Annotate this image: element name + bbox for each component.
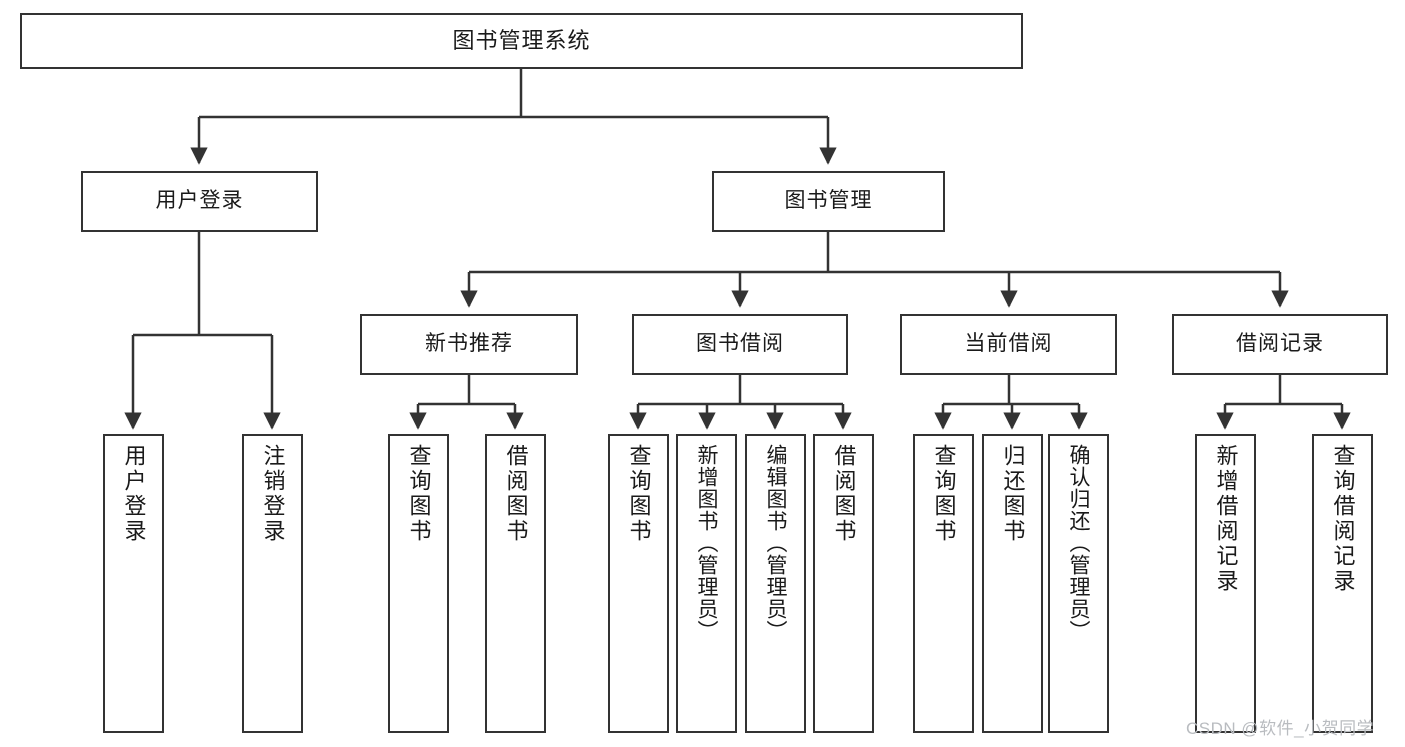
- leaf-borrow-record-2-label: 查询借阅记录: [1330, 444, 1356, 594]
- leaf-current-borrow-1-label: 查询图书: [931, 444, 957, 544]
- leaf-user-login-2-label: 注销登录: [260, 444, 286, 544]
- node-current-borrow-label: 当前借阅: [964, 332, 1053, 356]
- leaf-borrow-record-1-label: 新增借阅记录: [1213, 444, 1239, 594]
- node-root[interactable]: 图书管理系统: [20, 13, 1023, 69]
- leaf-current-borrow-1[interactable]: 查询图书: [913, 434, 974, 733]
- leaf-book-borrow-3[interactable]: 编辑图书（管理员）: [745, 434, 806, 733]
- leaf-book-borrow-1-label: 查询图书: [626, 444, 652, 544]
- leaf-user-login-2[interactable]: 注销登录: [242, 434, 303, 733]
- node-user-login[interactable]: 用户登录: [81, 171, 318, 232]
- leaf-book-borrow-3-label: 编辑图书（管理员）: [764, 444, 787, 642]
- node-root-label: 图书管理系统: [452, 28, 591, 54]
- leaf-current-borrow-2-label: 归还图书: [1000, 444, 1026, 544]
- leaf-book-borrow-4[interactable]: 借阅图书: [813, 434, 874, 733]
- node-book-management[interactable]: 图书管理: [712, 171, 945, 232]
- node-book-borrow-label: 图书借阅: [696, 332, 784, 356]
- leaf-current-borrow-3-label: 确认归还（管理员）: [1067, 444, 1090, 642]
- node-current-borrow[interactable]: 当前借阅: [900, 314, 1117, 375]
- leaf-new-book-1[interactable]: 查询图书: [388, 434, 449, 733]
- leaf-new-book-2[interactable]: 借阅图书: [485, 434, 546, 733]
- node-new-book-recommend[interactable]: 新书推荐: [360, 314, 578, 375]
- leaf-user-login-1-label: 用户登录: [121, 444, 147, 544]
- leaf-user-login-1[interactable]: 用户登录: [103, 434, 164, 733]
- leaf-new-book-2-label: 借阅图书: [503, 444, 529, 544]
- node-borrow-record[interactable]: 借阅记录: [1172, 314, 1388, 375]
- leaf-book-borrow-4-label: 借阅图书: [831, 444, 857, 544]
- node-new-book-recommend-label: 新书推荐: [425, 332, 513, 356]
- leaf-current-borrow-2[interactable]: 归还图书: [982, 434, 1043, 733]
- node-book-borrow[interactable]: 图书借阅: [632, 314, 848, 375]
- leaf-book-borrow-1[interactable]: 查询图书: [608, 434, 669, 733]
- node-borrow-record-label: 借阅记录: [1236, 332, 1324, 356]
- node-book-management-label: 图书管理: [784, 189, 873, 213]
- leaf-book-borrow-2-label: 新增图书（管理员）: [695, 444, 718, 642]
- leaf-new-book-1-label: 查询图书: [406, 444, 432, 544]
- leaf-borrow-record-2[interactable]: 查询借阅记录: [1312, 434, 1373, 733]
- node-user-login-label: 用户登录: [155, 189, 244, 213]
- leaf-current-borrow-3[interactable]: 确认归还（管理员）: [1048, 434, 1109, 733]
- leaf-book-borrow-2[interactable]: 新增图书（管理员）: [676, 434, 737, 733]
- leaf-borrow-record-1[interactable]: 新增借阅记录: [1195, 434, 1256, 733]
